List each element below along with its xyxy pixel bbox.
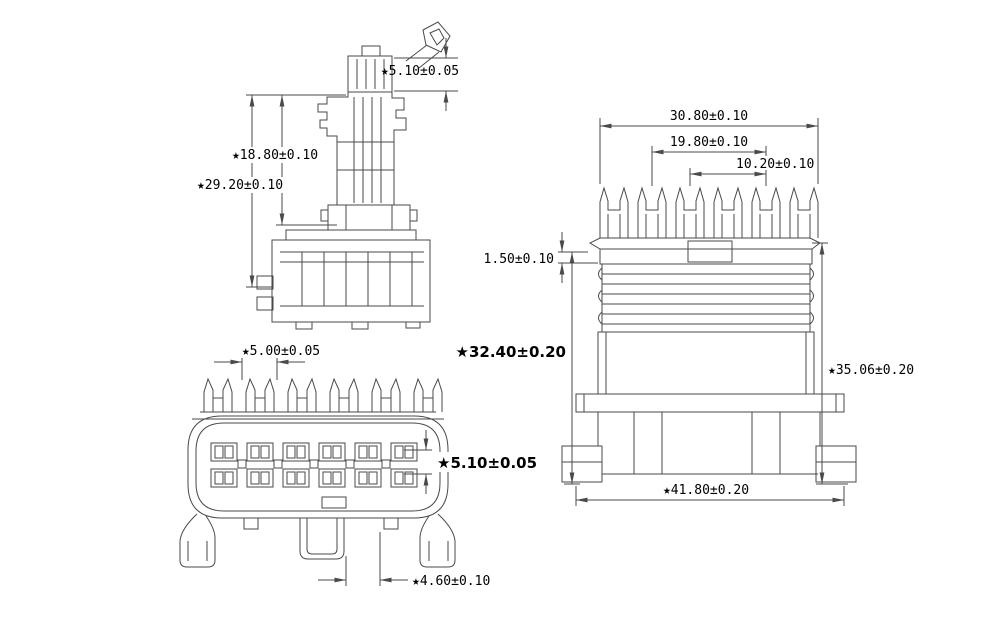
side-view-drawing: ★5.10±0.05 ★18.80±0.10 ★29.20±0.10 [194,21,459,330]
side-collar [320,204,418,231]
dim-label-overall-height: ★35.06±0.20 [828,363,914,378]
front-top-band [192,411,444,420]
dim-label-base-width: ★41.80±0.20 [663,483,749,498]
rear-view-drawing: 30.80±0.10 19.80±0.10 10.20±0.10 1.50±0.… [456,109,914,506]
front-mounting-wings [179,513,456,568]
dim-label-foot-offset: ★4.60±0.10 [412,574,490,589]
front-view-drawing: ★5.00±0.05 ★5.10±0.05 ★4.60±0.10 [179,344,537,589]
label-mask [434,452,536,472]
rear-lower-body [597,331,815,395]
side-wire-clip [405,21,451,69]
front-terminal-spikes [203,377,443,412]
dim-label-terminal-pitch: ★5.00±0.05 [242,344,320,359]
dim-label-top-width: 30.80±0.10 [670,109,748,124]
dim-label-inner-width: 10.20±0.10 [736,157,814,172]
front-terminal-cavities [210,442,418,509]
side-extension-lines [246,57,458,288]
dim-label-cavity-size: ★5.10±0.05 [437,454,537,472]
rear-seal-ribs [598,263,814,333]
label-mask [229,147,321,163]
dim-label-mid-width: 19.80±0.10 [670,135,748,150]
dim-label-body-height: ★32.40±0.20 [456,343,566,361]
rear-base-flange-feet [561,393,857,483]
rear-cap-band [588,237,821,265]
label-mask [194,177,286,193]
rear-terminal-spikes [599,186,819,238]
dim-label-seal-height: ★5.10±0.05 [381,64,459,79]
label-mask [734,156,814,170]
dim-label-lip-thickness: 1.50±0.10 [484,252,554,267]
front-extension-lines [241,358,432,586]
dim-label-overall-height: ★29.20±0.10 [197,178,283,193]
side-base-housing [256,229,431,330]
dim-label-upper-height: ★18.80±0.10 [232,148,318,163]
front-shell-oval [187,415,449,519]
side-tower-body [317,92,407,205]
